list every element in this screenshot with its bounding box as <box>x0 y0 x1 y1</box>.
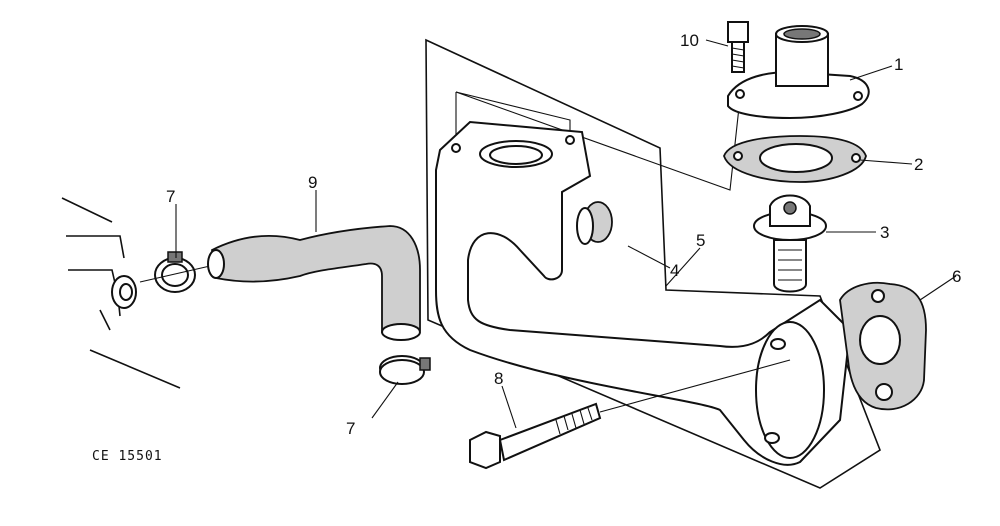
callout-3: 3 <box>880 223 889 242</box>
engine-block-fragment <box>61 197 181 389</box>
hose-clamp-lower <box>379 355 431 385</box>
callout-5: 5 <box>696 231 705 250</box>
callout-2: 2 <box>914 155 923 174</box>
callout-8: 8 <box>494 369 503 388</box>
thermostat <box>753 194 827 293</box>
thermostat-cover <box>727 25 870 120</box>
callout-6: 6 <box>952 267 961 286</box>
hose-clamp-upper <box>139 251 211 293</box>
long-bolt <box>469 359 791 470</box>
figure-code: CE 15501 <box>92 449 163 464</box>
callout-10: 10 <box>680 31 699 50</box>
leader-lines <box>175 39 957 429</box>
callout-7-lower: 7 <box>346 419 355 438</box>
callout-7-upper: 7 <box>166 187 175 206</box>
callout-1: 1 <box>894 55 903 74</box>
water-outlet-elbow <box>435 120 852 466</box>
elbow-gasket <box>839 281 927 411</box>
callout-9: 9 <box>308 173 317 192</box>
radiator-hose <box>207 225 421 341</box>
cover-bolt <box>727 21 749 73</box>
cover-gasket <box>723 135 867 183</box>
callout-4: 4 <box>670 261 679 280</box>
